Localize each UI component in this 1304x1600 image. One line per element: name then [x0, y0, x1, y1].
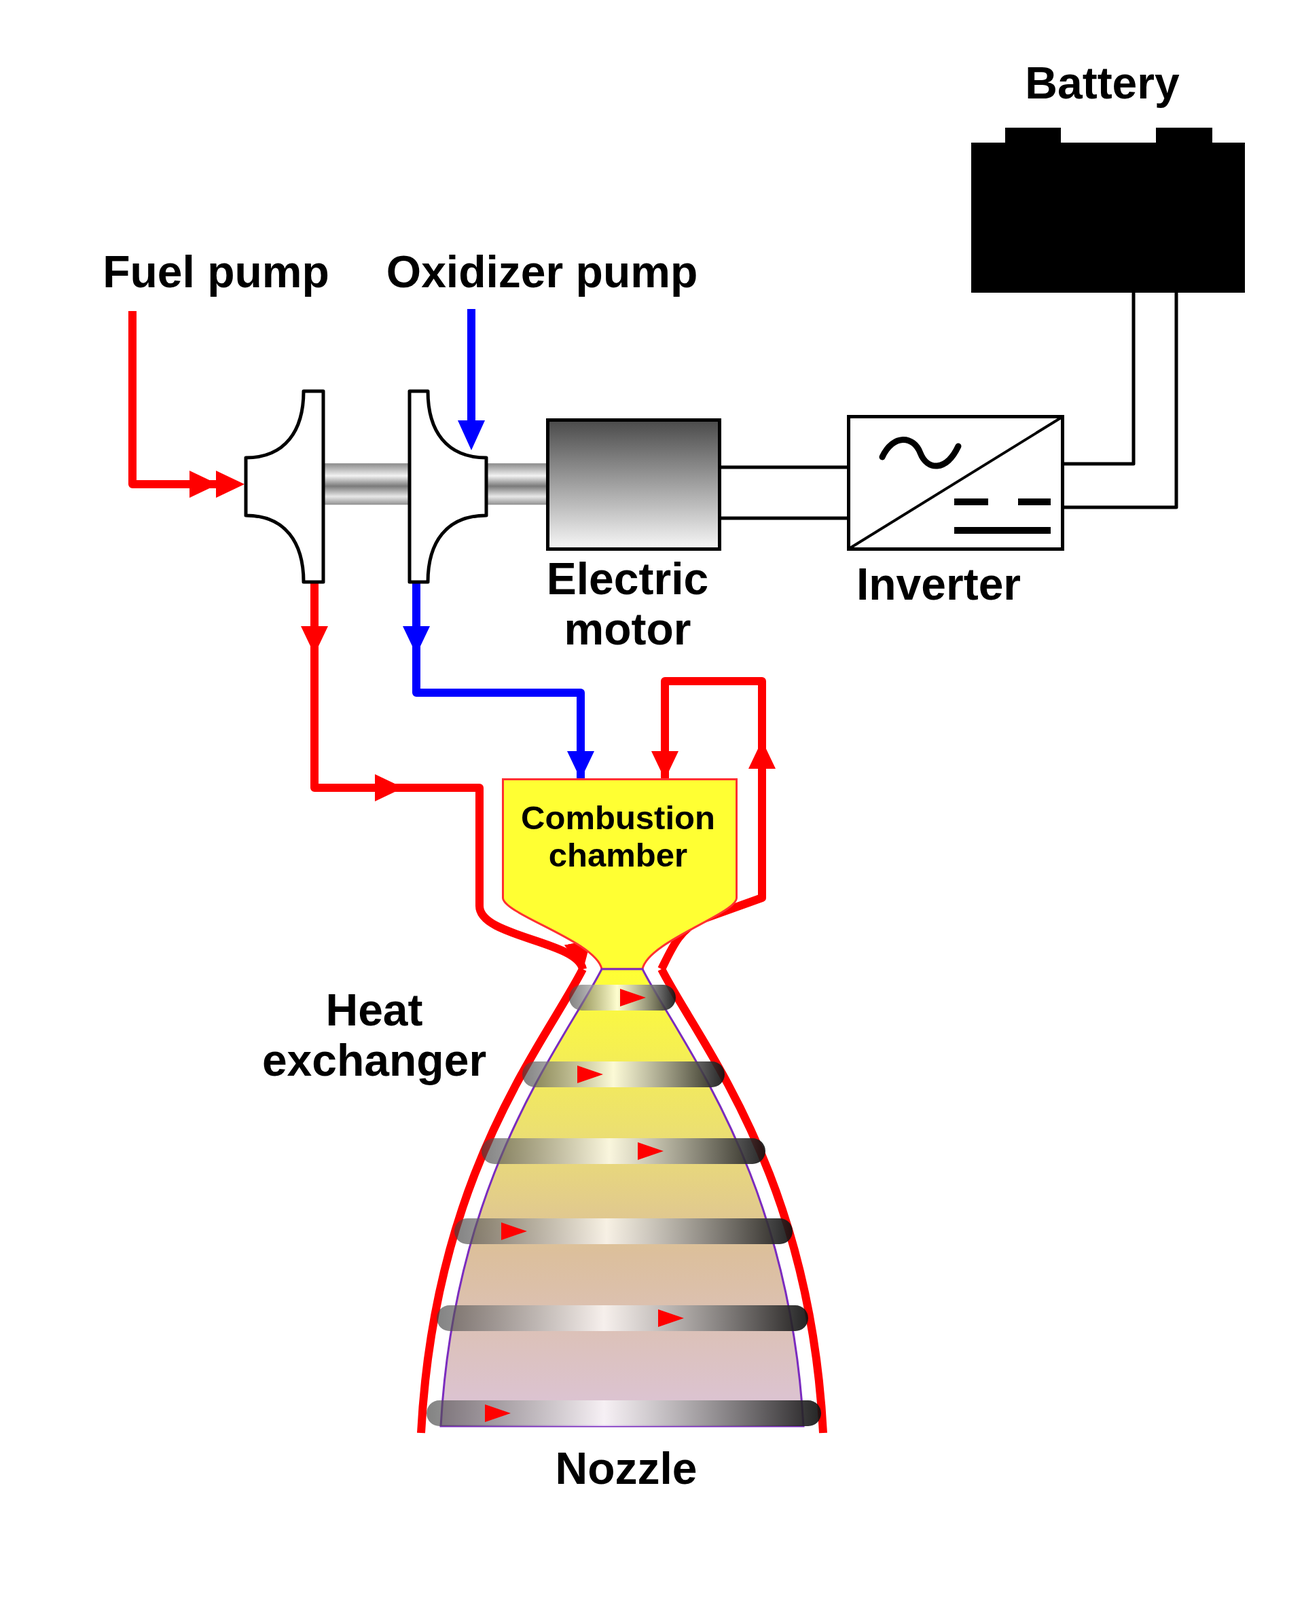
- pump-shaft: [487, 463, 547, 505]
- inverter-symbol: [846, 414, 1065, 551]
- dc-symbol: [954, 527, 1051, 534]
- flow-arrowhead: [658, 1309, 684, 1328]
- heat-exchanger-jacket: [661, 969, 824, 1434]
- cooling-band: [481, 1138, 766, 1165]
- pump: Oxidizer pump: [408, 389, 488, 584]
- node-heading: Oxidizer pump: [386, 247, 698, 298]
- fuel-flow-arrowhead: [748, 740, 776, 769]
- pump-outline: [409, 391, 487, 583]
- cooling-band: [436, 1305, 809, 1332]
- fuel-inlet-arrowhead: [215, 470, 245, 498]
- fuel-flow-arrowhead: [189, 470, 219, 498]
- fuel-flow-arrowhead: [374, 774, 404, 802]
- oxidizer-inlet-arrowhead: [457, 420, 485, 451]
- node-heading: Fuel pump: [102, 247, 330, 298]
- dc-symbol: [954, 498, 989, 506]
- pump-impeller: [244, 389, 325, 584]
- battery-body: [971, 142, 1245, 293]
- battery: Battery: [971, 142, 1245, 293]
- node-heading: Nozzle: [554, 1443, 697, 1495]
- flow-arrowhead: [484, 1404, 511, 1423]
- flow-arrowhead: [501, 1222, 528, 1241]
- battery-terminal: [1005, 127, 1061, 144]
- battery-terminal: [1155, 127, 1213, 144]
- node-heading: Inverter: [856, 559, 1021, 610]
- cooling-band: [426, 1400, 822, 1427]
- part-label: Heat exchanger: [248, 985, 500, 1086]
- cooling-band: [569, 984, 676, 1011]
- inverter-box: Inverter: [846, 414, 1065, 551]
- ac-symbol: [882, 439, 959, 466]
- dc-symbol: [1018, 498, 1051, 506]
- flow-arrowhead: [637, 1142, 664, 1161]
- motor-body: [548, 420, 720, 550]
- pump-shaft: [324, 463, 409, 505]
- cooling-band: [454, 1218, 793, 1245]
- oxidizer-line: [416, 583, 581, 779]
- node-text: Combustion chamber: [500, 799, 737, 875]
- oxidizer-flow-arrowhead: [402, 626, 430, 655]
- pump: Fuel pump: [244, 389, 325, 584]
- pump-outline: [245, 391, 324, 583]
- motor-symbol: [546, 418, 722, 551]
- power-wire: [721, 467, 847, 519]
- inverter-diagonal: [848, 417, 1063, 549]
- nozzle-bell: [440, 969, 804, 1427]
- flow-arrowhead: [577, 1065, 604, 1084]
- pump-impeller: [408, 389, 488, 584]
- flow-arrowhead: [620, 988, 646, 1007]
- fuel-flow-arrowhead: [300, 626, 329, 655]
- cooling-band: [522, 1061, 725, 1088]
- motor-box: Electric motor: [546, 418, 722, 551]
- combustion-chamber: Combustion chamber: [501, 778, 738, 970]
- power-wire: [1064, 292, 1177, 508]
- fuel-inlet-pipe: [132, 311, 225, 485]
- oxidizer-inlet-pipe: [467, 309, 476, 425]
- inverter-body: [848, 417, 1063, 550]
- node-heading: Battery: [1024, 58, 1180, 109]
- node-heading: Electric motor: [512, 554, 744, 655]
- battery-symbol: [971, 142, 1245, 293]
